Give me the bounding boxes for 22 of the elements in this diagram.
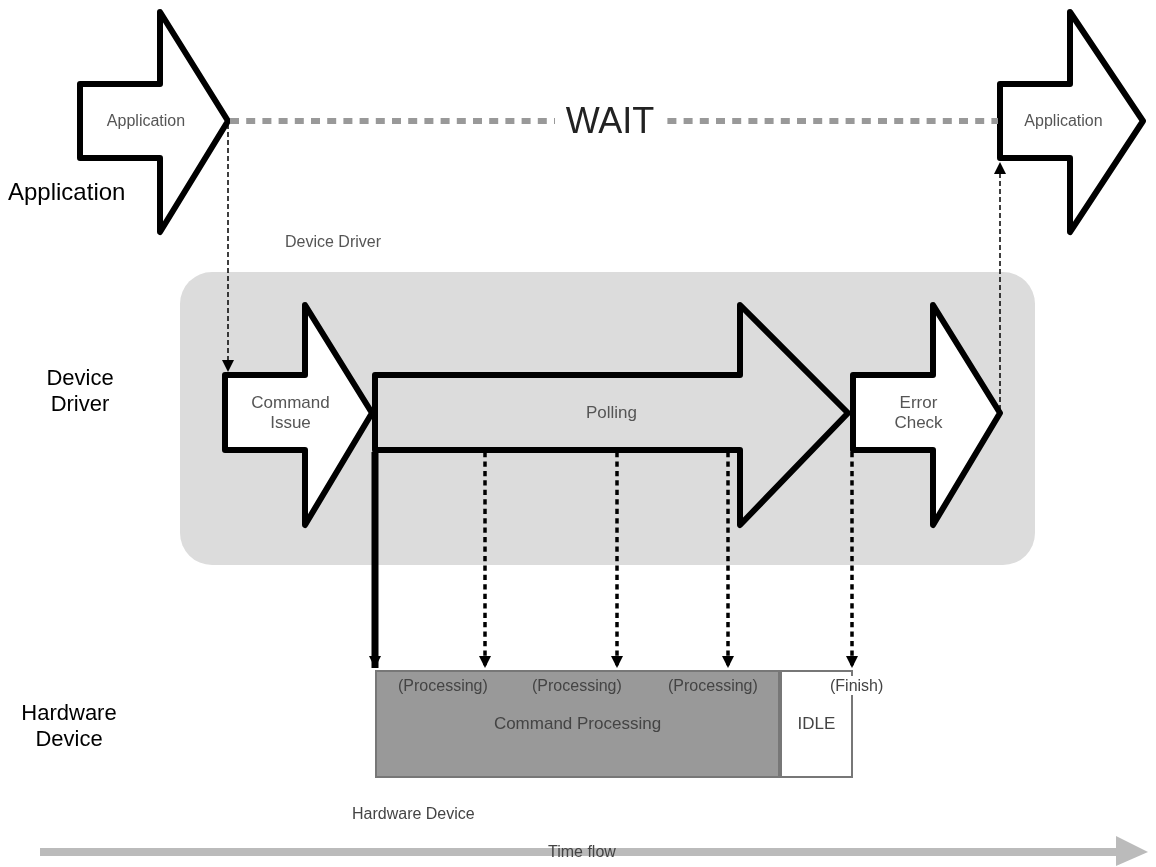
status-label: (Finish) [830,676,884,696]
arrow [222,123,234,373]
row-label: Application [8,178,127,207]
arrow-label: Error Check [893,392,944,434]
arrow [994,161,1006,411]
status-label: (Processing) [668,676,758,696]
arrow-label: Application [1023,111,1104,131]
status-label: (Processing) [532,676,622,696]
arrow-label: Application [105,111,187,131]
arrow [846,452,858,668]
arrow [611,452,623,668]
arrow [369,452,381,668]
bar-caption: Hardware Device [352,804,475,824]
arrow [479,452,491,668]
arrow [722,452,734,668]
status-label: (Processing) [398,676,488,696]
row-label: Device Driver [45,365,115,418]
arrow-label: Polling [584,402,638,424]
row-label: Hardware Device [20,700,118,753]
axis-label: Time flow [548,842,616,862]
panel-heading: Device Driver [285,232,381,252]
arrow-label: Command Issue [250,392,331,434]
